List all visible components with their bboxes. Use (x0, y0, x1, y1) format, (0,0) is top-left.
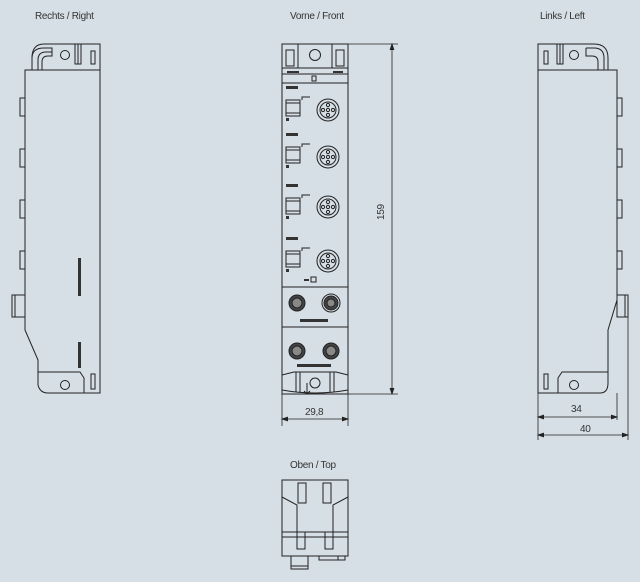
dimension-height (348, 44, 398, 394)
port-module-2 (286, 133, 339, 168)
dimension-front-width (282, 394, 348, 426)
dimension-depth-body-label: 34 (571, 404, 582, 415)
dimension-depth-total-label: 40 (580, 424, 591, 435)
dimension-front-width-label: 29,8 (305, 407, 324, 418)
bus-connectors (289, 343, 339, 367)
view-label-front: Vorne / Front (290, 11, 344, 22)
port-module-1 (286, 86, 339, 121)
front-view (282, 44, 348, 394)
view-label-right: Rechts / Right (35, 11, 94, 22)
view-label-left: Links / Left (540, 11, 585, 22)
power-connectors (289, 294, 340, 322)
right-side-view (12, 44, 100, 393)
left-side-view (538, 44, 628, 393)
view-label-top: Oben / Top (290, 460, 336, 471)
top-view (282, 480, 348, 569)
port-module-3 (286, 184, 339, 219)
port-module-4 (286, 237, 339, 282)
dimension-depth (538, 317, 628, 440)
